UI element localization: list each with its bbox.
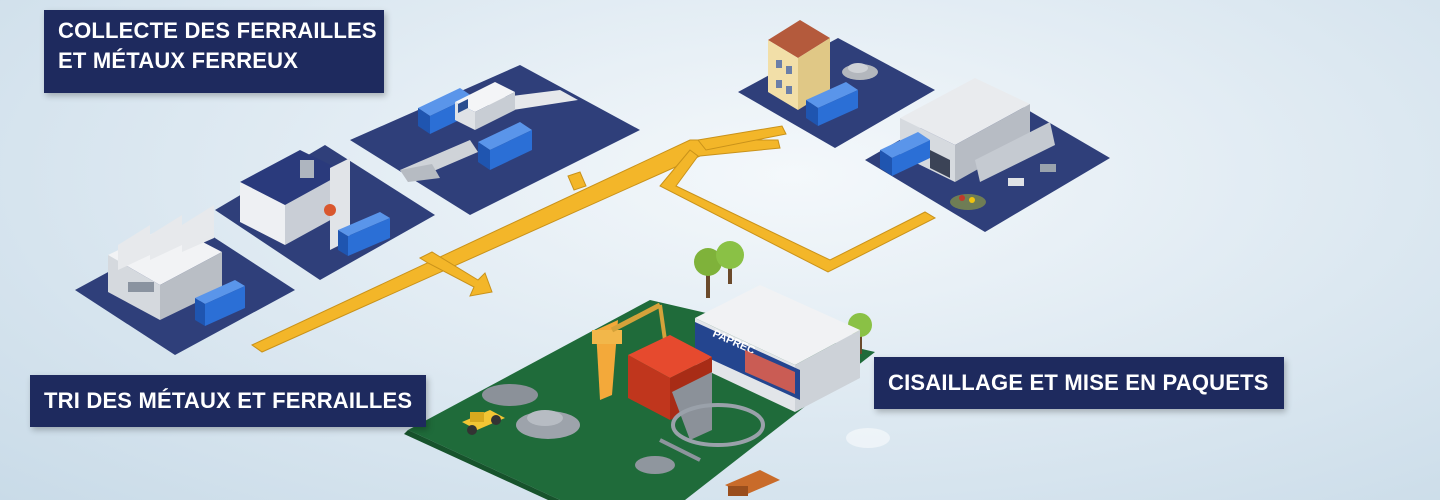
- collect-label-line1: COLLECTE DES FERRAILLES: [58, 18, 377, 43]
- container-icon: [880, 132, 930, 176]
- scrap-pile-icon: [842, 63, 878, 80]
- crane-icon: [592, 302, 667, 400]
- route-path: [251, 125, 937, 353]
- factory-icon: [108, 205, 222, 320]
- shear-label: CISAILLAGE ET MISE EN PAQUETS: [874, 357, 1284, 409]
- workshop-icon: [240, 150, 350, 250]
- brand-banner: PAPREC: [695, 322, 800, 400]
- container-icon: [195, 280, 245, 326]
- collect-label-line2: ET MÉTAUX FERREUX: [58, 48, 299, 73]
- sort-label: TRI DES MÉTAUX ET FERRAILLES: [30, 375, 426, 427]
- truck-icon: [455, 82, 515, 130]
- collect-label: COLLECTE DES FERRAILLES ET MÉTAUX FERREU…: [44, 10, 384, 93]
- container-icon: [806, 82, 858, 126]
- truck-icon: [725, 470, 780, 496]
- scrap-pile-icon: [950, 164, 1056, 210]
- warehouse-icon: [900, 78, 1055, 182]
- container-icon: [338, 212, 390, 256]
- loader-icon: [462, 410, 505, 435]
- container-icon: [478, 122, 532, 170]
- shear-label-text: CISAILLAGE ET MISE EN PAQUETS: [888, 370, 1269, 395]
- scrap-pile-icon: [482, 384, 675, 474]
- house-icon: [768, 20, 830, 110]
- tree-icon: [694, 241, 744, 298]
- shear-press-icon: [628, 335, 712, 440]
- conveyor-icon: [659, 403, 765, 462]
- sort-label-text: TRI DES MÉTAUX ET FERRAILLES: [44, 388, 413, 413]
